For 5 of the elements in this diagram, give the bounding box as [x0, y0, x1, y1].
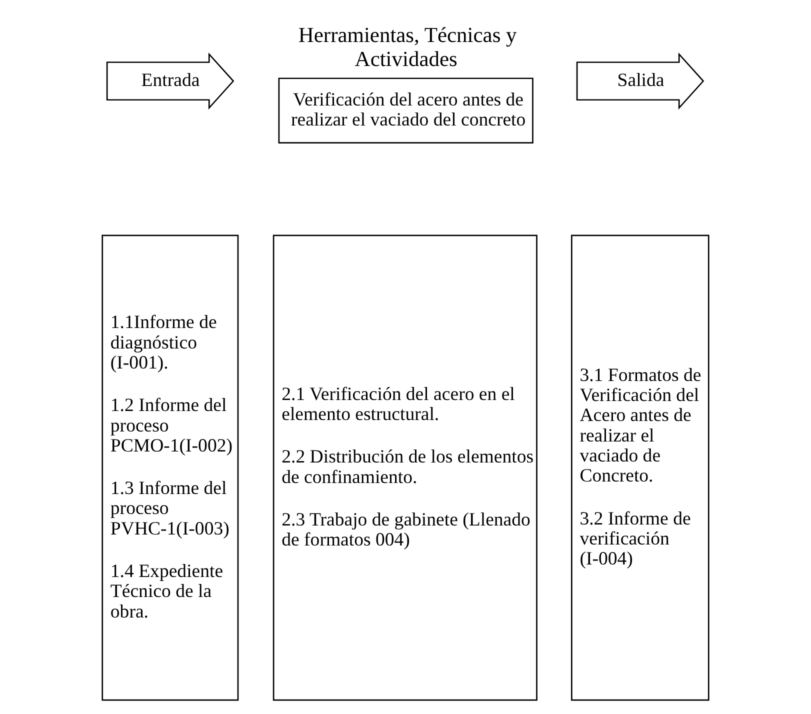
- node-box: 2.1 Verificación del acero en el elemento estructural. 2.2 Distribución de los elementos de confinamiento. 2.3 Trabajo de gabinete (Llenado de formatos 004): [272, 234, 538, 701]
- node-box: Verificación del acero antes de realizar el vaciado del concreto: [278, 78, 534, 144]
- node-label: Herramientas, Técnicas y Actividades: [298, 22, 517, 72]
- node-box: 3.1 Formatos de Verificación del Acero antes de realizar el vaciado de Concreto. 3.2 Informe de verificación (I-004): [571, 234, 710, 701]
- node-box: 1.1Informe de diagnóstico (I-001). 1.2 Informe del proceso PCMO-1(I-002) 1.3 Informe del proceso PVHC-1(I-003) 1.4 Expediente Técnico de la obra.: [102, 234, 239, 701]
